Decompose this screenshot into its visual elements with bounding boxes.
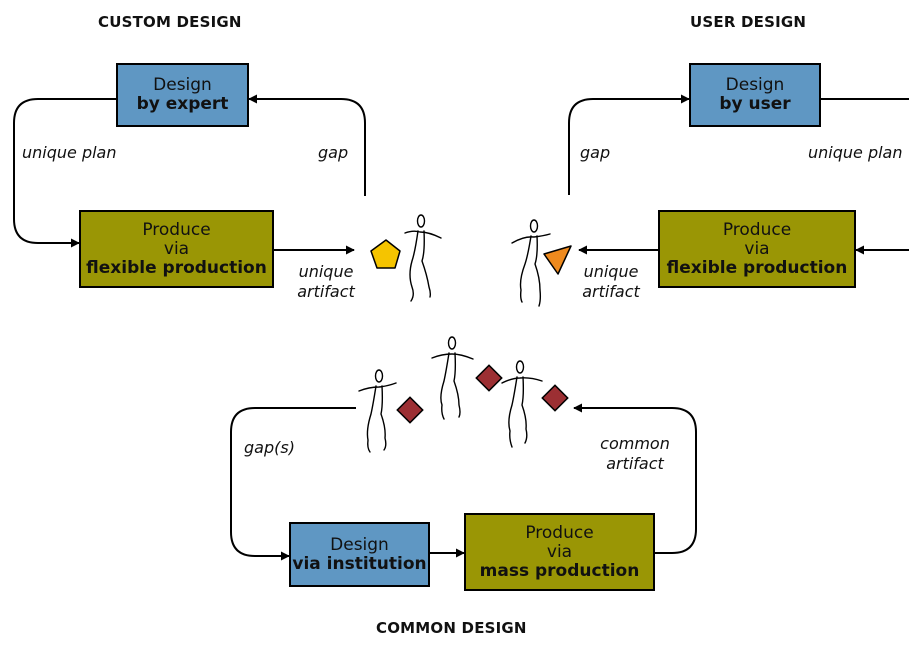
diamond-artifact-icon bbox=[541, 384, 569, 412]
design-via-institution-box: Design via institution bbox=[289, 522, 430, 587]
box-line: Produce bbox=[722, 219, 792, 240]
diamond-artifact-icon bbox=[396, 396, 424, 424]
user-unique-artifact-label: unique artifact bbox=[575, 262, 647, 302]
custom-plan-arrow bbox=[13, 98, 116, 248]
box-line: via bbox=[744, 238, 770, 259]
person-icon bbox=[358, 369, 397, 453]
custom-unique-plan-label: unique plan bbox=[22, 143, 117, 162]
user-produce-flexible-box: Produce via flexible production bbox=[658, 210, 856, 288]
box-line-bold: by user bbox=[719, 94, 791, 114]
user-gap-label: gap bbox=[580, 143, 611, 162]
user-unique-plan-label: unique plan bbox=[808, 143, 903, 162]
design-by-user-box: Design by user bbox=[689, 63, 821, 127]
box-line: Design bbox=[153, 75, 212, 95]
box-line-bold: flexible production bbox=[666, 257, 848, 278]
pentagon-artifact-icon bbox=[370, 239, 401, 269]
design-by-expert-box: Design by expert bbox=[116, 63, 249, 127]
box-line-bold: by expert bbox=[136, 94, 229, 114]
person-icon bbox=[511, 219, 551, 307]
person-icon bbox=[431, 336, 474, 420]
box-line-bold: flexible production bbox=[86, 257, 267, 278]
label-line: unique bbox=[583, 262, 639, 281]
diamond-artifact-icon bbox=[475, 364, 503, 392]
box-line: Design bbox=[330, 534, 389, 555]
person-icon bbox=[404, 214, 442, 302]
box-line: Produce bbox=[142, 219, 211, 240]
custom-unique-artifact-label: unique artifact bbox=[290, 262, 362, 302]
produce-mass-production-box: Produce via mass production bbox=[464, 513, 655, 591]
label-line: unique bbox=[298, 262, 354, 281]
common-artifact-arrow bbox=[573, 403, 697, 554]
box-line: Design bbox=[725, 75, 785, 95]
label-line: artifact bbox=[297, 282, 355, 301]
box-line: via bbox=[546, 541, 573, 562]
common-artifact-label: common artifact bbox=[594, 434, 676, 474]
box-line-bold: via institution bbox=[292, 553, 427, 574]
common-design-title: COMMON DESIGN bbox=[376, 619, 527, 637]
user-gap-arrow bbox=[568, 94, 690, 195]
custom-gap-label: gap bbox=[318, 143, 349, 162]
box-line: via bbox=[163, 238, 190, 259]
common-gaps-label: gap(s) bbox=[244, 438, 295, 457]
user-plan-arrow bbox=[821, 98, 909, 250]
box-line: Produce bbox=[525, 522, 594, 543]
label-line: common bbox=[600, 434, 670, 453]
custom-design-title: CUSTOM DESIGN bbox=[98, 13, 242, 31]
label-line: artifact bbox=[582, 282, 640, 301]
custom-gap-arrow bbox=[248, 94, 366, 196]
label-line: artifact bbox=[606, 454, 664, 473]
custom-produce-flexible-box: Produce via flexible production bbox=[79, 210, 274, 288]
box-line-bold: mass production bbox=[479, 560, 640, 581]
user-design-title: USER DESIGN bbox=[690, 13, 807, 31]
common-gap-arrow bbox=[230, 407, 356, 561]
triangle-artifact-icon bbox=[543, 245, 572, 275]
person-icon bbox=[501, 360, 543, 448]
